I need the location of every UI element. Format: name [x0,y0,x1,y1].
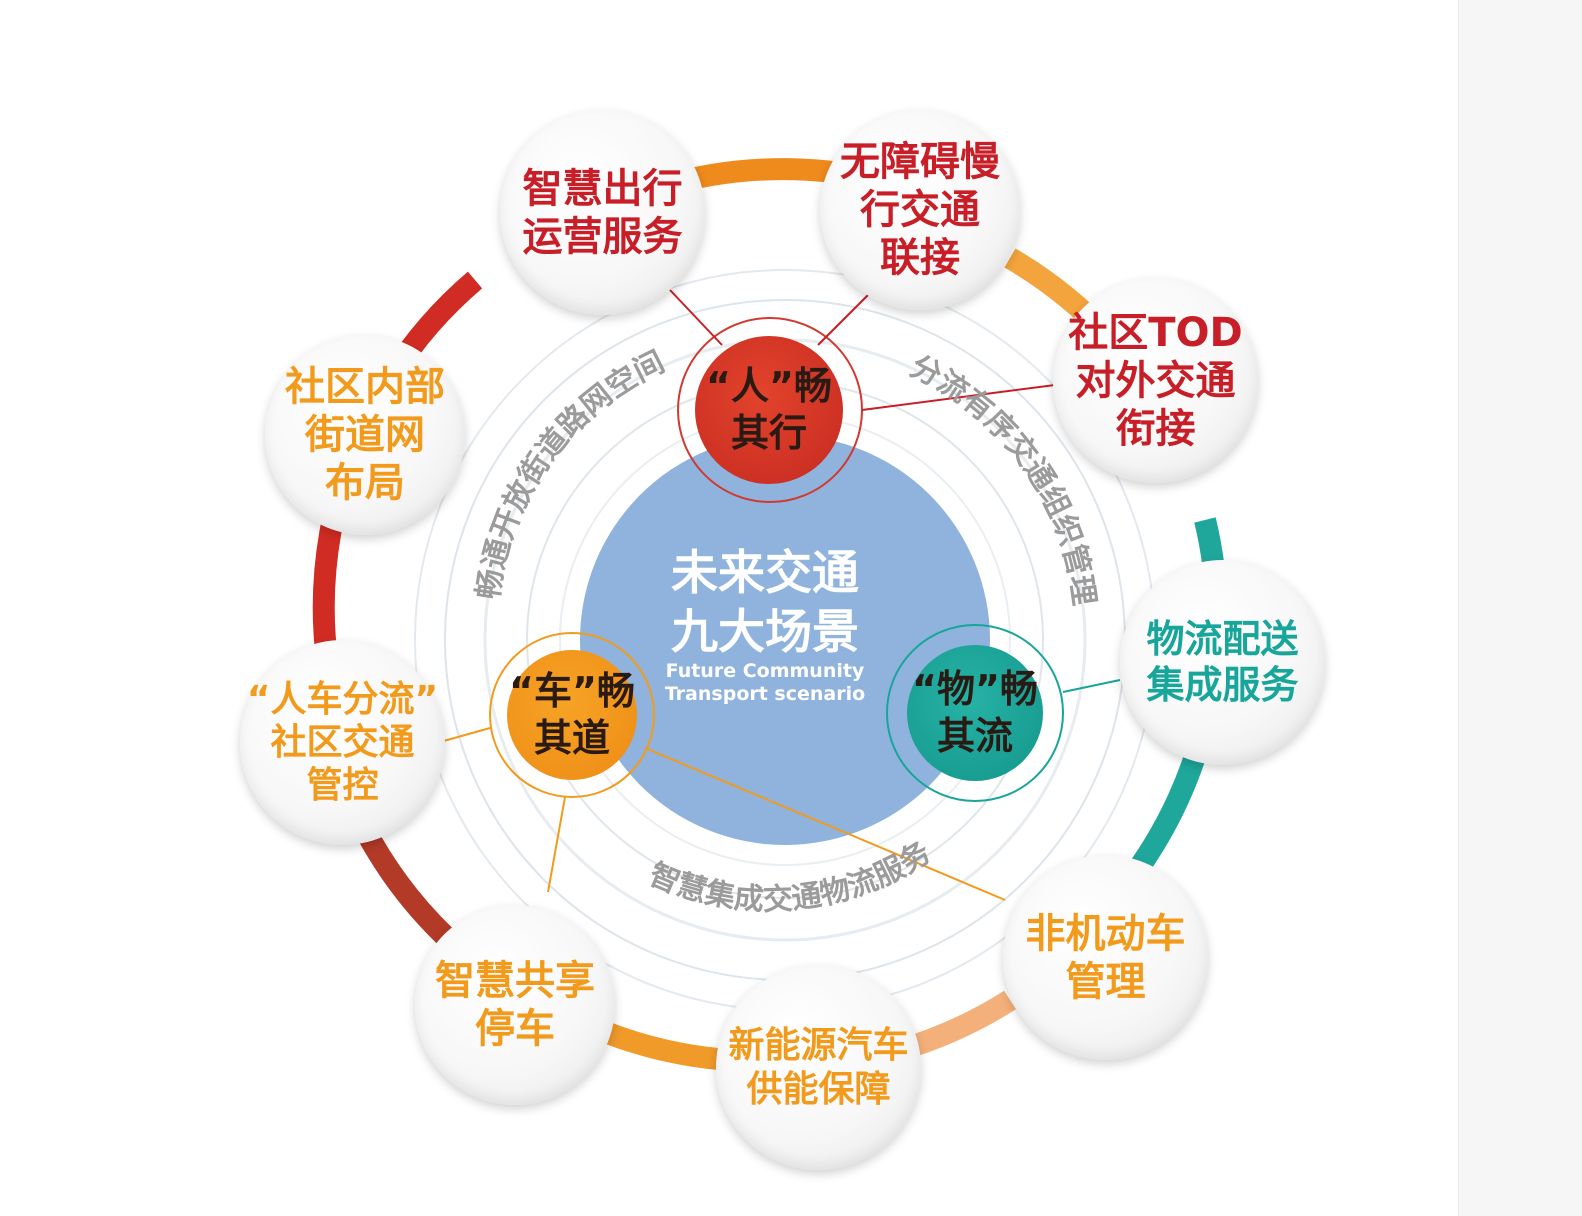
scenario-non-motor: 非机动车 管理 [1003,855,1208,1060]
vehicle-hub-outline [489,632,655,798]
scenario-new-energy: 新能源汽车 供能保障 [716,965,921,1170]
people-hub: “人”畅 其行 [695,336,843,484]
center-subtitle: Future Community Transport scenario [664,660,866,705]
scenario-smart-parking: 智慧共享 停车 [415,905,615,1105]
scenario-internal-network: 社区内部 街道网 布局 [265,335,465,535]
goods-hub-outline [886,624,1064,802]
goods-hub: “物”畅 其流 [907,645,1043,781]
connector-non-motor [644,747,1006,901]
vehicle-hub: “车”畅 其道 [507,650,637,780]
connector-logistics [1062,679,1121,693]
scenario-smart-travel: 智慧出行 运营服务 [500,110,705,315]
scenario-community-tod: 社区TOD 对外交通 衔接 [1053,278,1258,483]
scenario-separation: “人车分流” 社区交通 管控 [240,640,445,845]
connector-tod [861,384,1056,411]
connector-parking [547,796,566,893]
connector-barrier-free [817,294,869,346]
connector-separation [439,727,491,743]
outer-ring-segment-orange-bottom [595,1019,731,1071]
center-title: 未来交通 九大场景 [671,546,859,660]
scenario-barrier-free: 无障碍慢 行交通 联接 [820,110,1020,310]
right-margin-strip [1458,0,1582,1216]
arc-text-bottom: 智慧集成交通物流服务 [644,835,937,918]
scenario-logistics: 物流配送 集成服务 [1120,560,1325,765]
connector-smart-travel [669,289,723,346]
center-circle [580,435,990,845]
